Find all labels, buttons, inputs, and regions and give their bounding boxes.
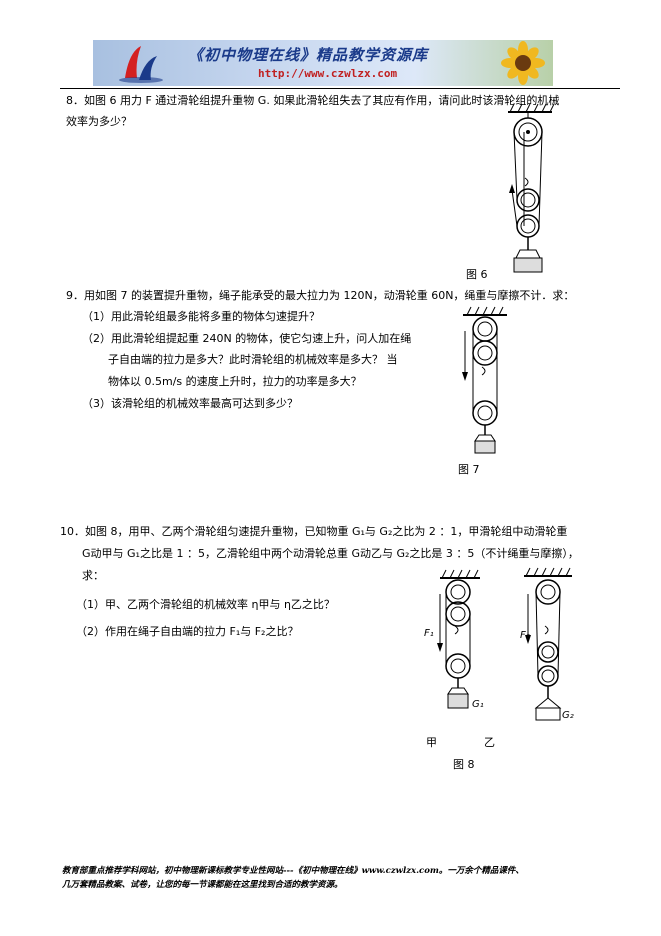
label-g1: G₁ (472, 699, 484, 710)
q9-line1: 9．用如图 7 的装置提升重物，绳子能承受的最大拉力为 120N，动滑轮重 60… (66, 289, 575, 302)
footer-line2: 几万套精品教案、试卷，让您的每一节课都能在这里找到合适的教学资源。 (62, 880, 343, 890)
q9-sub2a: （2）用此滑轮组提起重 240N 的物体，使它匀速上升，问人加在绳 (82, 332, 412, 345)
figure-6-pulley-diagram (508, 103, 555, 273)
q10-sub1: （1）甲、乙两个滑轮组的机械效率 η甲与 η乙之比？ (76, 598, 335, 611)
sunflower-icon (501, 41, 545, 85)
figure-6-caption: 图 6 (466, 268, 488, 281)
figure-7-caption: 图 7 (458, 463, 480, 476)
label-yi: 乙 (484, 736, 495, 749)
label-g2: G₂ (562, 710, 574, 721)
footer: 教育部重点推荐学科网站，初中物理新课标教学专业性网站---《初中物理在线》www… (62, 864, 622, 892)
q10-line3: 求： (82, 569, 104, 582)
header-rule (60, 88, 620, 89)
figure-7-pulley-diagram (462, 306, 507, 454)
q8-line1: 8．如图 6 用力 F 通过滑轮组提升重物 G. 如果此滑轮组失去了其应有作用，… (66, 94, 560, 107)
header-banner: 《初中物理在线》精品教学资源库 http://www.czwlzx.com (93, 40, 553, 86)
figure-8-caption: 图 8 (453, 758, 475, 771)
q10-sub2: （2）作用在绳子自由端的拉力 F₁与 F₂之比？ (76, 625, 299, 638)
header-url[interactable]: http://www.czwlzx.com (258, 67, 398, 80)
label-f2: F₂ (520, 630, 530, 641)
label-jia: 甲 (426, 736, 437, 749)
figure-8-pulley-yi-diagram (524, 567, 572, 721)
logo-icon (119, 46, 163, 83)
q9-sub1: （1）用此滑轮组最多能将多重的物体匀速提升？ (82, 310, 320, 323)
q9-sub3: （3）该滑轮组的机械效率最高可达到多少？ (82, 397, 298, 410)
q9-sub2b: 子自由端的拉力是多大？此时滑轮组的机械效率是多大？ 当 (108, 353, 398, 366)
figure-8-pulley-jia-diagram (437, 569, 480, 709)
label-f1: F₁ (424, 628, 434, 639)
q9-sub2c: 物体以 0.5m/s 的速度上升时，拉力的功率是多大？ (108, 375, 362, 388)
q10-line1: 10．如图 8，用甲、乙两个滑轮组匀速提升重物，已知物重 G₁与 G₂之比为 2… (60, 525, 568, 538)
q10-line2: G动甲与 G₁之比是 1 ：5，乙滑轮组中两个动滑轮总重 G动乙与 G₂之比是 … (82, 547, 579, 560)
q8-line2: 效率为多少？ (66, 115, 132, 128)
header-title: 《初中物理在线》精品教学资源库 (188, 46, 429, 64)
footer-line1: 教育部重点推荐学科网站，初中物理新课标教学专业性网站---《初中物理在线》www… (62, 866, 524, 876)
